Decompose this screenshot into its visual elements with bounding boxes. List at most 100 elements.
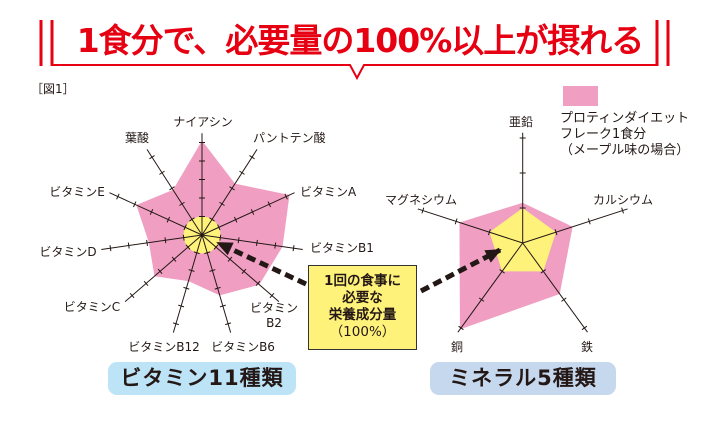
axis-line <box>417 208 523 244</box>
axis-tick <box>159 170 165 175</box>
legend-swatch <box>563 86 598 106</box>
callout-percent: （100%） <box>329 324 396 340</box>
axis-tick <box>255 280 261 287</box>
axis-line <box>457 242 524 333</box>
axis-tick <box>129 292 135 299</box>
axis-label: ビタミンE <box>49 185 105 199</box>
axis-line <box>522 242 588 333</box>
axis-line <box>124 234 203 303</box>
axis-label: ビタミンA <box>300 185 357 199</box>
vitamin-chart-title: ビタミン11種類 <box>108 362 296 395</box>
axis-tick <box>185 244 191 250</box>
axis-tick <box>249 155 255 160</box>
axis-label: 銅 <box>451 340 463 354</box>
axis-line <box>201 234 232 333</box>
callout-line: 栄養成分量 <box>328 307 397 323</box>
axis-tick <box>109 245 112 252</box>
axis-label: マグネシウム <box>385 193 457 207</box>
axis-tick <box>587 218 591 225</box>
axis-label: ビタミンC <box>64 300 120 314</box>
arrowhead-icon <box>216 242 234 256</box>
axis-tick <box>157 268 163 274</box>
axis-tick <box>132 201 137 208</box>
axis-line <box>172 234 203 333</box>
axis-tick <box>182 234 185 241</box>
axis-label: カルシウム <box>593 193 653 207</box>
bracket-baseline <box>52 64 657 81</box>
axis-tick <box>219 304 226 308</box>
callout-line: 1回の食事に <box>324 273 401 289</box>
axis-tick <box>209 269 216 272</box>
axis-tick <box>116 193 120 200</box>
axis-line <box>201 149 258 236</box>
axis-tick <box>219 234 222 241</box>
axis-tick <box>561 297 567 302</box>
axis-tick <box>284 193 288 200</box>
legend-line: （メープル味の場合） <box>560 143 690 158</box>
axis-tick <box>217 224 221 231</box>
axis-tick <box>219 201 225 206</box>
axis-tick <box>146 239 148 246</box>
axis-tick <box>204 251 211 255</box>
figure-label: ［図1］ <box>31 82 75 96</box>
axis-label: ビタミンB1 <box>310 241 374 255</box>
arrowhead-icon <box>484 249 502 263</box>
axis-tick <box>233 216 238 223</box>
axis-tick <box>421 207 425 214</box>
axis-tick <box>540 269 546 274</box>
axis-line <box>146 149 203 236</box>
axis-tick <box>178 304 185 308</box>
axis-label: ビタミンD <box>39 245 96 259</box>
axis-tick <box>256 239 258 246</box>
axis-tick <box>143 280 149 287</box>
axis-tick <box>188 269 195 272</box>
axis-tick <box>209 217 215 222</box>
axis-tick <box>499 269 505 274</box>
callout-line: 必要な <box>342 290 383 306</box>
axis-label: 亜鉛 <box>509 115 533 129</box>
axis-tick <box>183 286 190 290</box>
axis-tick <box>166 216 171 223</box>
axis-label: ナイアシン <box>173 115 233 129</box>
axis-tick <box>241 268 247 274</box>
axis-tick <box>225 322 232 326</box>
pointer-arrow-line <box>216 240 308 287</box>
axis-label: 葉酸 <box>125 130 149 145</box>
axis-tick <box>237 237 240 244</box>
axis-tick <box>169 186 175 191</box>
axis-line <box>101 234 203 250</box>
axis-tick <box>292 245 295 252</box>
axis-line <box>201 192 295 236</box>
axis-tick <box>164 237 167 244</box>
axis-tick <box>239 170 245 175</box>
axis-tick <box>171 256 177 262</box>
axis-line <box>201 234 303 250</box>
axis-tick <box>149 209 154 215</box>
axis-tick <box>227 256 233 262</box>
legend-line: プロティンダイエット <box>560 111 690 126</box>
axis-tick <box>267 201 272 208</box>
axis-label: パントテン酸 <box>253 130 326 145</box>
axis-tick <box>478 297 485 302</box>
axis-line <box>109 192 203 236</box>
axis-tick <box>250 209 255 215</box>
axis-label: ビタミンB6 <box>211 340 275 354</box>
axis-line <box>201 234 280 303</box>
axis-tick <box>488 229 491 236</box>
axis-tick <box>193 251 200 255</box>
axis-tick <box>454 218 458 225</box>
axis-label: ビタミンB12 <box>128 340 200 354</box>
axis-label: 鉄 <box>581 339 593 354</box>
page-title: 1食分で、必要量の100%以上が摂れる <box>76 21 645 60</box>
axis-tick <box>274 242 277 249</box>
axis-tick <box>183 224 187 231</box>
axis-tick <box>179 201 185 206</box>
axis-tick <box>458 325 464 331</box>
axis-tick <box>149 155 155 160</box>
legend-text: プロティンダイエット フレーク1食分 （メープル味の場合） <box>560 111 689 159</box>
axis-tick <box>127 242 130 249</box>
axis-tick <box>189 217 195 222</box>
